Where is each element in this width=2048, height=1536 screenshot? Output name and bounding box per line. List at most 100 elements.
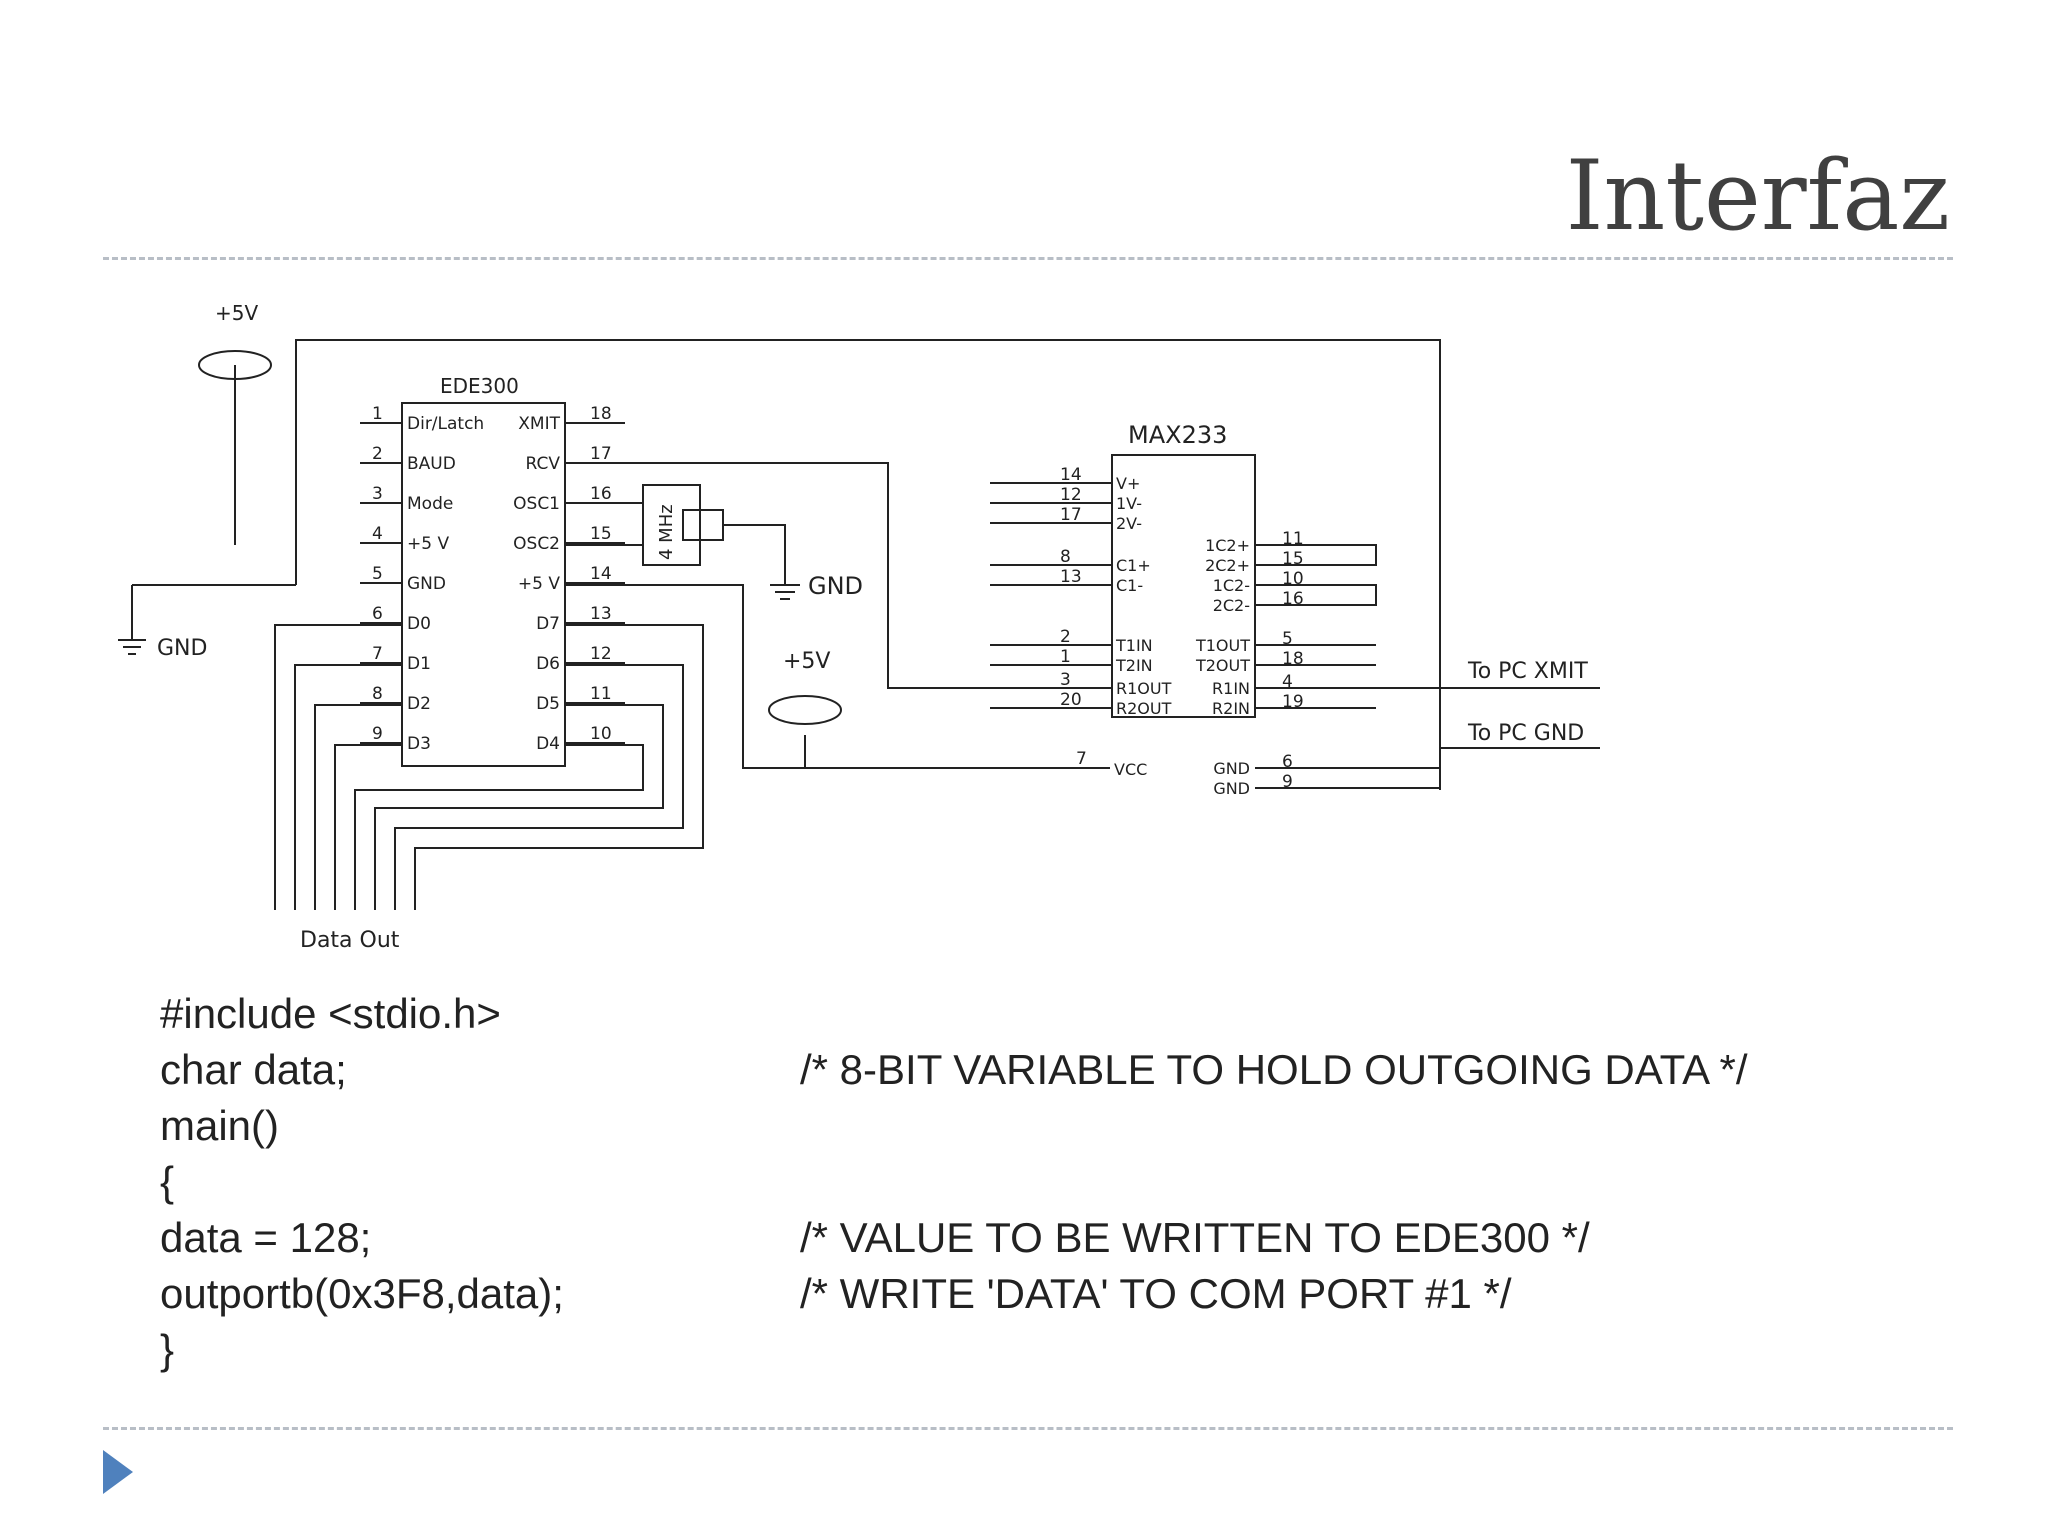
max233-pin-name: 1C2-	[1213, 576, 1250, 595]
max233-pin-number: 9	[1282, 772, 1293, 792]
max233-pin-name: GND	[1213, 779, 1250, 798]
code-line: }	[160, 1326, 174, 1382]
ede300-pin-number: 16	[590, 484, 612, 504]
ede300-pin-number: 15	[590, 524, 612, 544]
slide-bullet-icon	[103, 1450, 133, 1494]
code-text: outportb(0x3F8,data);	[160, 1270, 564, 1317]
max233-pin-number: 6	[1282, 752, 1293, 772]
max233-pin-name: 2C2-	[1213, 596, 1250, 615]
max233-pin-number: 19	[1282, 692, 1304, 712]
code-text: data = 128;	[160, 1214, 372, 1261]
max233-pin-number: 5	[1282, 629, 1293, 649]
max233-pin-name: C1+	[1116, 556, 1151, 575]
code-text: {	[160, 1158, 175, 1205]
code-line: #include <stdio.h>	[160, 990, 501, 1046]
max233-pin-number: 3	[1060, 670, 1071, 690]
max233-pin-number: 10	[1282, 569, 1304, 589]
ede300-pin-name: D1	[407, 654, 431, 674]
ede300-pin-name: D5	[536, 694, 560, 714]
code-comment: /* VALUE TO BE WRITTEN TO EDE300 */	[800, 1214, 1590, 1261]
gnd-label-left: GND	[157, 636, 207, 661]
power-symbol-left	[198, 350, 272, 380]
crystal-label: 4 MHz	[656, 504, 677, 560]
ede300-pin-name: +5 V	[518, 574, 560, 594]
code-line: {	[160, 1158, 174, 1214]
max233-label: MAX233	[1128, 421, 1227, 449]
ede300-pin-number: 1	[372, 404, 383, 424]
top-divider	[103, 257, 1953, 260]
ede300-pin-name: BAUD	[407, 454, 456, 474]
data-out-label: Data Out	[300, 928, 400, 953]
ede300-pin-number: 13	[590, 604, 612, 624]
gnd-label-crystal: GND	[808, 572, 863, 600]
ede300-pin-name: D0	[407, 614, 431, 634]
ede300-pin-number: 10	[590, 724, 612, 744]
ede300-pin-number: 5	[372, 564, 383, 584]
ede300-pin-number: 6	[372, 604, 383, 624]
power-label-right: +5V	[783, 649, 830, 674]
ede300-pin-number: 9	[372, 724, 383, 744]
code-line: data = 128; /* VALUE TO BE WRITTEN TO EDE…	[160, 1214, 1590, 1270]
ede300-pin-number: 17	[590, 444, 612, 464]
max233-pin-number: 7	[1076, 749, 1087, 769]
max233-pin-name: 2C2+	[1205, 556, 1250, 575]
max233-pin-name: 1C2+	[1205, 536, 1250, 555]
max233-pin-number: 17	[1060, 505, 1082, 525]
ede300-pin-number: 4	[372, 524, 383, 544]
code-line: outportb(0x3F8,data); /* WRITE 'DATA' TO …	[160, 1270, 1512, 1326]
max233-pin-number: 11	[1282, 529, 1304, 549]
max233-pin-number: 8	[1060, 547, 1071, 567]
max233-pin-name: C1-	[1116, 576, 1143, 595]
ede300-pin-name: RCV	[526, 454, 561, 474]
max233-pin-number: 16	[1282, 589, 1304, 609]
ede300-pin-number: 11	[590, 684, 612, 704]
max233-pin-name: R1OUT	[1116, 679, 1172, 698]
ede300-pin-number: 7	[372, 644, 383, 664]
static-wires	[118, 339, 1600, 910]
ede300-pin-name: Dir/Latch	[407, 414, 484, 434]
max233-pin-number: 4	[1282, 672, 1293, 692]
max233-pin-name: 1V-	[1116, 494, 1142, 513]
ede300-pin-name: D2	[407, 694, 431, 714]
code-comment: /* WRITE 'DATA' TO COM PORT #1 */	[800, 1270, 1512, 1317]
max233-pin-name: R1IN	[1212, 679, 1250, 698]
code-comment: /* 8-BIT VARIABLE TO HOLD OUTGOING DATA …	[800, 1046, 1748, 1093]
ede300-pin-name: OSC1	[513, 494, 560, 514]
max233-pin-name: T1IN	[1115, 636, 1153, 655]
ede300-pin-name: +5 V	[407, 534, 449, 554]
max233-pin-number: 20	[1060, 690, 1082, 710]
code-text: char data;	[160, 1046, 347, 1093]
max233-pin-number: 14	[1060, 465, 1082, 485]
max233-pin-number: 15	[1282, 549, 1304, 569]
ede300-pin-name: GND	[407, 574, 446, 594]
max233-pin-name: V+	[1116, 474, 1140, 493]
ede300-pin-number: 18	[590, 404, 612, 424]
max233-pin-number: 13	[1060, 567, 1082, 587]
max233-pin-name: GND	[1213, 759, 1250, 778]
code-text: main()	[160, 1102, 280, 1149]
to-pc-gnd-label: To PC GND	[1467, 721, 1584, 746]
max233-pin-name: T2IN	[1115, 656, 1153, 675]
ede300-pin-number: 14	[590, 564, 612, 584]
max233-pin-number: 12	[1060, 485, 1082, 505]
ede300-pin-name: OSC2	[513, 534, 560, 554]
power-symbol-right	[768, 695, 842, 725]
ede300-pin-number: 3	[372, 484, 383, 504]
bottom-divider	[103, 1427, 1953, 1430]
to-pc-xmit-label: To PC XMIT	[1467, 659, 1588, 684]
code-text: #include <stdio.h>	[160, 990, 501, 1037]
ede300-pin-name: XMIT	[518, 414, 560, 434]
ede300-pin-number: 12	[590, 644, 612, 664]
ede300-pin-name: D3	[407, 734, 431, 754]
ede300-pin-name: Mode	[407, 494, 453, 514]
max233-pin-name: 2V-	[1116, 514, 1142, 533]
max233-pin-number: 1	[1060, 647, 1071, 667]
ede300-pin-name: D4	[536, 734, 560, 754]
ede300-pin-name: D7	[536, 614, 560, 634]
ede300-pin-name: D6	[536, 654, 560, 674]
max233-pin-name: VCC	[1114, 760, 1147, 779]
ede300-pin-number: 8	[372, 684, 383, 704]
